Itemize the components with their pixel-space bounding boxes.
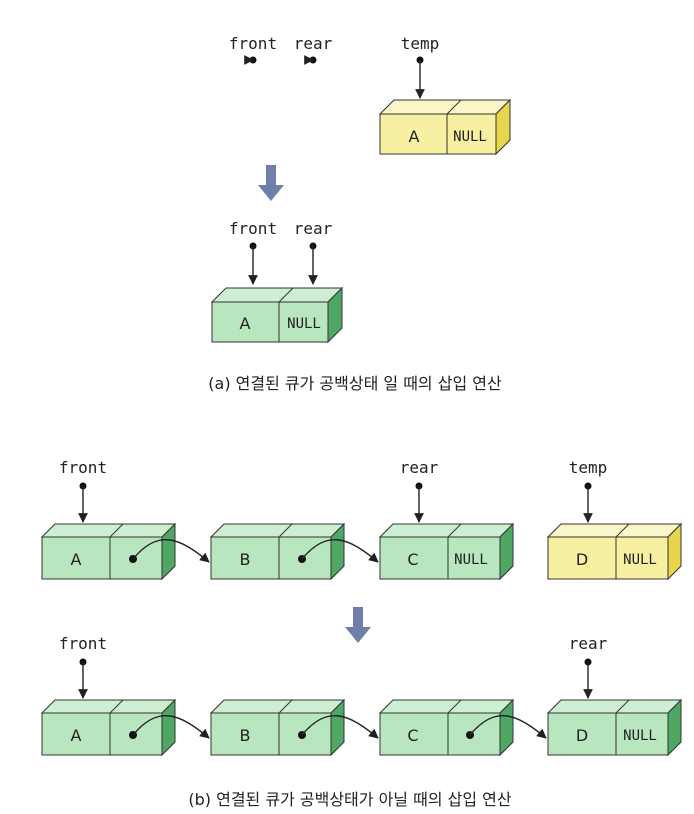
b-before-node-c-value: C xyxy=(407,550,418,569)
b-before-node-a xyxy=(40,522,177,581)
b-before-node-c-next: NULL xyxy=(454,552,488,568)
a-before-node-next: NULL xyxy=(453,129,487,145)
a-after-node-value: A xyxy=(240,314,251,333)
b-after-node-a-value: A xyxy=(71,726,82,745)
a-transition-arrow xyxy=(258,165,284,201)
a-before-rear-label: rear xyxy=(294,34,333,53)
b-before-temp-node-value: D xyxy=(576,550,588,569)
b-after-node-a xyxy=(40,698,177,757)
b-after-node-d xyxy=(546,698,683,757)
a-before-node xyxy=(378,98,512,156)
a-before-rear-pointer-dot xyxy=(309,56,317,64)
b-after-node-b xyxy=(209,698,346,757)
b-after-rear-label: rear xyxy=(569,634,608,653)
caption-a: (a) 연결된 큐가 공백상태 일 때의 삽입 연산 xyxy=(208,374,502,393)
a-before-front-label: front xyxy=(229,34,277,53)
b-after-node-c-value: C xyxy=(407,726,418,745)
b-after-link-cd-curve xyxy=(469,714,547,739)
b-before-node-c xyxy=(378,522,515,581)
b-before-link-bc-curve xyxy=(301,538,379,563)
b-before-front-label: front xyxy=(59,458,107,477)
b-before-temp-label: temp xyxy=(569,458,608,477)
b-after-link-ab-curve xyxy=(132,714,210,739)
a-after-rear-label: rear xyxy=(294,219,333,238)
caption-b: (b) 연결된 큐가 공백상태가 아닐 때의 삽입 연산 xyxy=(188,790,511,809)
a-after-node xyxy=(210,286,344,344)
b-after-front-label: front xyxy=(59,634,107,653)
a-after-node-next: NULL xyxy=(287,316,321,332)
b-after-node-c xyxy=(378,698,515,757)
a-after-front-label: front xyxy=(229,219,277,238)
b-after-node-d-next: NULL xyxy=(623,728,657,744)
a-before-front-pointer-dot xyxy=(249,56,257,64)
b-before-link-ab-curve xyxy=(132,538,210,563)
b-after-node-b-value: B xyxy=(240,726,251,745)
b-before-node-d xyxy=(546,522,683,581)
b-transition-arrow xyxy=(345,607,371,643)
b-after-link-bc-curve xyxy=(301,714,379,739)
a-before-temp-label: temp xyxy=(401,34,440,53)
b-after-node-d-value: D xyxy=(576,726,588,745)
b-before-node-b xyxy=(209,522,346,581)
b-before-temp-node-next: NULL xyxy=(623,552,657,568)
b-before-node-a-value: A xyxy=(71,550,82,569)
b-before-node-b-value: B xyxy=(240,550,251,569)
a-before-node-value: A xyxy=(409,127,420,146)
b-before-rear-label: rear xyxy=(400,458,439,477)
